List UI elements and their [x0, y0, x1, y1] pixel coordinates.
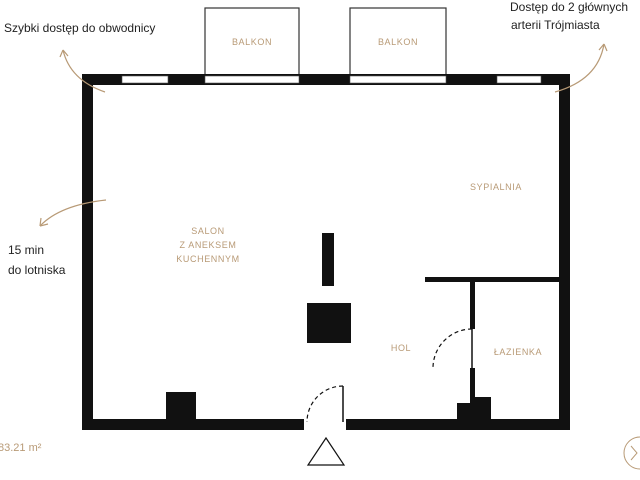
- entrance-arrow-icon: [306, 436, 346, 466]
- room-label-living: SALON: [191, 226, 225, 236]
- balcony-right: [349, 7, 447, 77]
- wall-bathroom-left-lower: [470, 368, 475, 423]
- room-label-balcony-right: BALKON: [378, 37, 418, 47]
- balcony-left: [204, 7, 300, 77]
- room-label-bathroom: ŁAZIENKA: [494, 347, 542, 357]
- room-label-living: KUCHENNYM: [176, 254, 239, 264]
- wall-bathroom-left: [470, 277, 475, 329]
- wall-bottom-left: [82, 419, 304, 430]
- kitchen-island: [307, 303, 351, 343]
- wall-right: [559, 74, 570, 430]
- curved-arrow-icon: [554, 43, 608, 93]
- room-label-living: Z ANEKSEM: [180, 240, 237, 250]
- chimney-block: [166, 392, 196, 422]
- curved-arrow-icon: [59, 49, 106, 93]
- window: [496, 75, 542, 84]
- entrance-door-swing: [306, 385, 344, 423]
- room-label-hall: HOL: [391, 343, 411, 353]
- wall-bottom-right: [346, 419, 570, 430]
- wall-left: [82, 74, 93, 430]
- balcony-door-right: [349, 75, 447, 84]
- annotation-airport: do lotniska: [8, 263, 66, 277]
- area-label: 83.21 m²: [0, 442, 42, 454]
- room-label-bedroom: SYPIALNIA: [470, 182, 522, 192]
- wall-bedroom-bottom: [425, 277, 565, 282]
- annotation-arteries: Dostęp do 2 głównych: [510, 0, 628, 14]
- bathroom-fixture: [457, 403, 477, 421]
- balcony-door-left: [204, 75, 300, 84]
- annotation-airport: 15 min: [8, 243, 44, 257]
- kitchen-column: [322, 233, 334, 286]
- wall-top: [82, 74, 570, 85]
- curved-arrow-icon: [39, 199, 107, 227]
- bathroom-fixture-2: [475, 397, 491, 421]
- room-label-balcony-left: BALKON: [232, 37, 272, 47]
- bathroom-door-swing: [432, 328, 473, 369]
- window: [121, 75, 169, 84]
- annotation-ring-road: Szybki dostęp do obwodnicy: [4, 21, 155, 35]
- compass-icon: [623, 436, 640, 470]
- annotation-arteries: arterii Trójmiasta: [511, 18, 600, 32]
